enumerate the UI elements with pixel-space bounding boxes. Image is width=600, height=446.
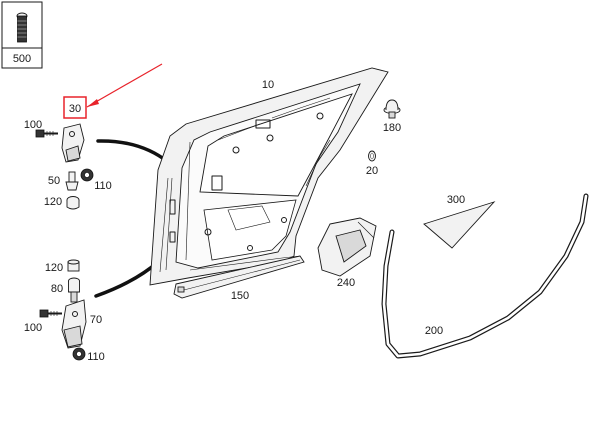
callout-100-upper[interactable]: 100 — [24, 119, 42, 131]
clip-500-icon — [16, 12, 28, 43]
nut-110-lower-icon — [72, 347, 86, 361]
callout-20[interactable]: 20 — [366, 165, 378, 177]
callout-120-lower[interactable]: 120 — [45, 262, 63, 274]
callout-80[interactable]: 80 — [51, 283, 63, 295]
callout-500: 500 — [13, 53, 31, 65]
door-seal-200[interactable] — [381, 193, 589, 359]
sill-trim-150[interactable] — [173, 255, 305, 299]
callout-70[interactable]: 70 — [90, 314, 102, 326]
callout-150[interactable]: 150 — [231, 290, 249, 302]
window-trim-300[interactable] — [423, 201, 496, 249]
callout-10[interactable]: 10 — [262, 79, 274, 91]
pin-50-icon — [65, 171, 79, 191]
pin-80-icon — [68, 277, 80, 303]
lower-hinge-leader — [94, 260, 160, 298]
bolt-100-lower-icon — [39, 309, 62, 318]
highlight-part-30 — [63, 63, 163, 119]
upper-hinge-leader — [96, 139, 170, 164]
bushing-120-lower-icon — [67, 259, 80, 272]
bushing-120-upper-icon — [66, 196, 80, 210]
part-500-inset[interactable]: 500 — [1, 1, 43, 69]
grommet-20-icon[interactable] — [368, 150, 376, 162]
callout-110-lower[interactable]: 110 — [87, 351, 105, 363]
panel-240[interactable] — [317, 217, 377, 277]
callout-110-upper[interactable]: 110 — [94, 180, 112, 192]
upper-hinge-group[interactable] — [35, 123, 94, 210]
callout-100-lower[interactable]: 100 — [24, 322, 42, 334]
callout-120-upper[interactable]: 120 — [44, 196, 62, 208]
callout-180[interactable]: 180 — [383, 122, 401, 134]
door-shell-10[interactable] — [149, 67, 389, 286]
callout-300[interactable]: 300 — [447, 194, 465, 206]
plug-180-icon[interactable] — [383, 99, 401, 119]
callout-200[interactable]: 200 — [425, 325, 443, 337]
hinge-30-icon — [61, 123, 85, 163]
callout-240[interactable]: 240 — [337, 277, 355, 289]
bolt-100-upper-icon — [35, 129, 58, 138]
nut-110-upper-icon — [80, 168, 94, 182]
callout-50[interactable]: 50 — [48, 175, 60, 187]
hinge-70-icon — [61, 299, 87, 349]
callout-30[interactable]: 30 — [69, 103, 81, 115]
lower-hinge-group[interactable] — [39, 259, 87, 361]
